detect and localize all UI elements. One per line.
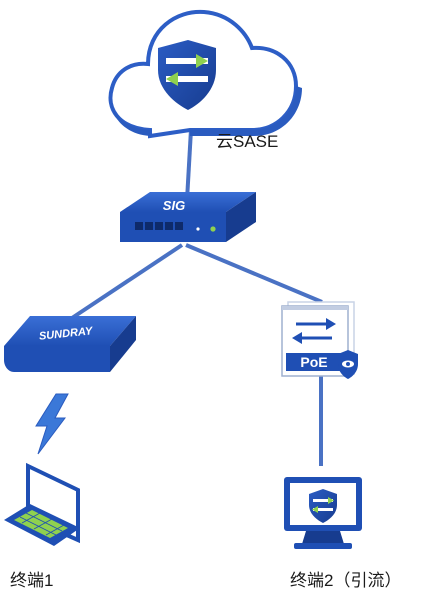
sig-router-label: SIG bbox=[163, 198, 185, 213]
sig-router-icon bbox=[120, 192, 256, 242]
link-sig-switch bbox=[185, 243, 323, 304]
terminal2-label: 终端2（引流） bbox=[290, 571, 402, 590]
wireless-ap-icon bbox=[4, 316, 136, 372]
monitor-shield-logo-icon bbox=[309, 489, 337, 523]
cloud-sase-label: 云SASE bbox=[216, 132, 279, 151]
shield-logo-icon bbox=[158, 40, 216, 110]
switch-poe-label: PoE bbox=[300, 354, 327, 370]
terminal1-label: 终端1 bbox=[10, 571, 54, 590]
monitor-icon bbox=[284, 477, 362, 549]
ap-brand-label: SUNDRAY bbox=[38, 325, 94, 343]
link-sig-ap bbox=[70, 243, 184, 320]
laptop-icon bbox=[4, 462, 80, 546]
cloud-sase-icon bbox=[108, 9, 302, 139]
lightning-icon bbox=[35, 393, 69, 455]
links bbox=[70, 111, 323, 466]
security-eye-icon bbox=[338, 350, 358, 379]
